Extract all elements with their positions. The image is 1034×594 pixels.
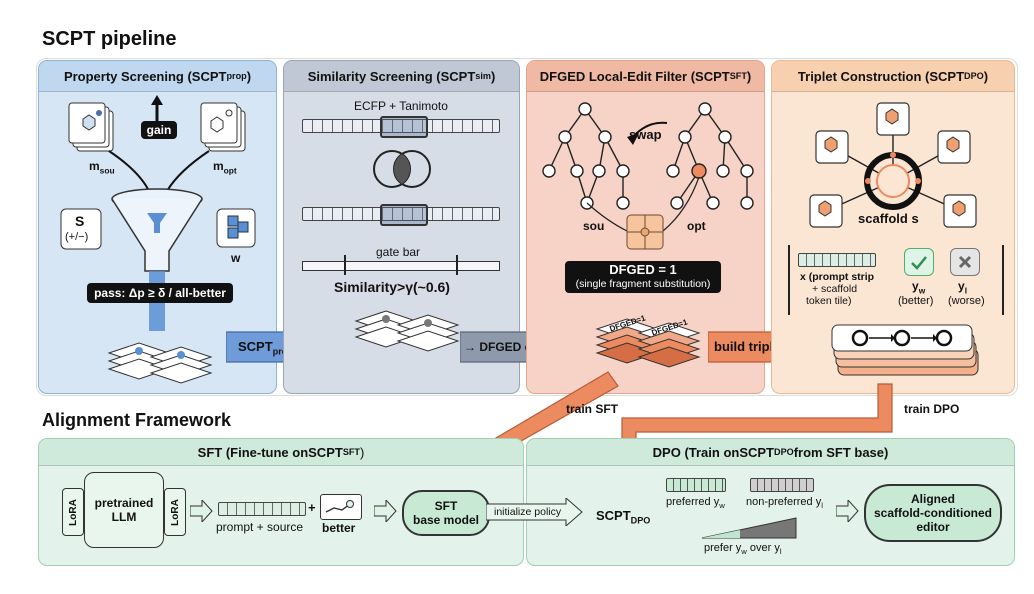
yw-note: (better): [898, 295, 934, 307]
swap-label: swap: [629, 127, 662, 142]
screened-pair-cards-icon: [354, 310, 460, 352]
gate-bar-label: gate bar: [376, 245, 421, 259]
scpt-dpo-label: SCPTDPO: [596, 508, 651, 526]
pretrained-llm-box: pretrained LLM: [84, 472, 164, 548]
pipeline-container: [36, 58, 1018, 396]
sft-arrow-2: [374, 500, 397, 522]
lora-left-label: LoRA: [67, 498, 79, 526]
triplet-bracket: [788, 245, 1004, 315]
optimized-molecule-cards-icon: [200, 102, 246, 152]
lora-right-label: LoRA: [169, 498, 181, 526]
sft-base-label-1: SFT: [434, 499, 458, 513]
preferred-strip: [666, 478, 726, 492]
dfged-equation: DFGED = 1: [609, 262, 677, 277]
sft-arrow-1: [190, 500, 213, 522]
dfged-note: (single fragment substitution): [575, 278, 711, 290]
initialize-policy-label: initialize policy: [494, 506, 562, 518]
source-molecule-cards-icon: [68, 102, 114, 152]
gate-bar: [302, 261, 500, 271]
passed-pair-cards-icon: [107, 342, 213, 384]
train-dpo-label: train DPO: [904, 402, 960, 416]
s-sign-label: (+/−): [65, 231, 89, 243]
scaffold-label: scaffold s: [858, 211, 919, 226]
yl-label: yl: [958, 279, 968, 296]
w-label: w: [231, 251, 241, 265]
gate-threshold-right: [456, 255, 458, 275]
x-label-line3: token tile): [806, 295, 852, 307]
fingerprint-highlight-bottom: [380, 204, 428, 226]
cross-icon: [950, 248, 980, 276]
better-molecule-icon: [320, 494, 362, 520]
better-label: better: [322, 521, 356, 535]
gain-label: gain: [141, 121, 177, 139]
plus-sign: +: [308, 500, 316, 515]
sft-base-model-box: SFT base model: [402, 490, 490, 536]
x-label-line1: x (prompt strip: [800, 271, 875, 283]
similarity-rule: Similarity>γ(~0.6): [334, 279, 450, 295]
prompt-strip: [798, 253, 876, 267]
s-label: S: [75, 213, 85, 229]
aligned-label-3: editor: [916, 520, 950, 534]
dfged-pair-cards-icon: [595, 318, 701, 368]
lora-left-box: LoRA: [62, 488, 84, 536]
scaffold-hub-diagram: [809, 102, 977, 228]
preference-wedge-icon: [701, 517, 797, 539]
yw-label: yw: [912, 279, 926, 296]
prompt-source-label: prompt + source: [216, 520, 304, 534]
sou-label: sou: [583, 219, 605, 233]
fingerprint-strip-bottom: [302, 207, 500, 221]
ecfp-label: ECFP + Tanimoto: [354, 99, 448, 113]
preferred-label: preferred yw: [666, 496, 725, 511]
non-preferred-strip: [750, 478, 814, 492]
prefer-label: prefer yw over yl: [704, 542, 782, 557]
pass-rule: pass: Δp ≥ δ / all-better: [87, 283, 233, 303]
x-label-line2: + scaffold: [812, 283, 858, 295]
initialize-policy-arrow: [486, 498, 583, 526]
aligned-label-1: Aligned: [911, 492, 955, 506]
m-sou-label: msou: [89, 159, 115, 176]
funnel-diagram: [60, 95, 256, 384]
lora-right-box: LoRA: [164, 488, 186, 536]
puzzle-piece-icon: [626, 214, 664, 250]
gate-threshold-left: [344, 255, 346, 275]
pipeline-title: SCPT pipeline: [42, 28, 177, 50]
pretrained-llm-label-2: LLM: [111, 510, 137, 524]
framework-title: Alignment Framework: [42, 410, 232, 430]
check-icon: [904, 248, 934, 276]
dpo-arrow: [836, 500, 859, 522]
fragment-trees-diagram: [542, 102, 754, 250]
train-sft-label: train SFT: [566, 402, 619, 416]
triplet-stack-icon: [831, 324, 979, 376]
aligned-editor-box: Aligned scaffold-conditioned editor: [864, 484, 1002, 542]
dfged-equation-box: [565, 261, 721, 293]
fingerprint-strip-top: [302, 119, 500, 133]
prompt-source-strip: [218, 502, 306, 516]
fingerprint-highlight-top: [380, 116, 428, 138]
pretrained-llm-label-1: pretrained: [94, 496, 154, 510]
opt-label: opt: [687, 219, 706, 233]
tanimoto-venn-icon: [373, 150, 431, 188]
sft-base-label-2: base model: [412, 513, 480, 527]
aligned-label-2: scaffold-conditioned: [874, 506, 992, 520]
non-preferred-label: non-preferred yl: [746, 496, 823, 511]
yl-note: (worse): [948, 295, 985, 307]
m-opt-label: mopt: [213, 159, 237, 176]
